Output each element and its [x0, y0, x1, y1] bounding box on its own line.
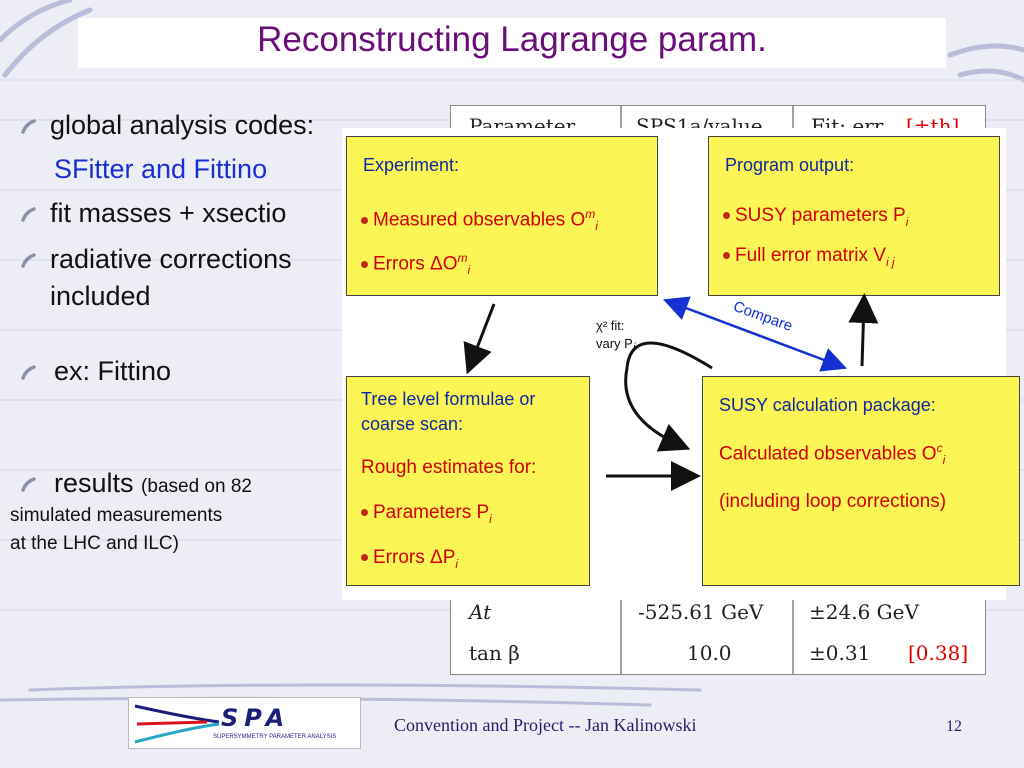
tree-rough-estimates: Rough estimates for: [361, 457, 537, 478]
susy-loop-corrections: (including loop corrections) [719, 491, 947, 512]
bullet-included: included [50, 281, 151, 311]
bullet-icon [21, 119, 36, 134]
experiment-heading: Experiment: [363, 155, 460, 175]
bullet-fittino: ex: Fittino [54, 356, 172, 386]
table-row-value: 10.0 [687, 641, 732, 665]
results-label: results [54, 468, 134, 498]
susy-heading: SUSY calculation package: [719, 395, 936, 415]
tree-heading-line2: coarse scan: [361, 414, 464, 434]
table-row-err: ±0.31 [809, 641, 871, 665]
arrow-susy-to-program [848, 293, 879, 367]
table-row-value: -525.61 GeV [638, 600, 764, 624]
logo-main-text: SPA [221, 704, 291, 732]
bullet-icon [21, 253, 36, 268]
program-item-matrix: Full error matrix Vi j [723, 245, 895, 269]
susy-calculated-observables: Calculated observables Oci [719, 441, 946, 468]
experiment-item-observables: Measured observables Omi [361, 207, 598, 233]
bullet-icon [21, 365, 36, 380]
program-output-box: Program output: SUSY parameters Pi Full … [708, 136, 1000, 296]
title-box [78, 18, 946, 68]
bullet-icon [21, 207, 36, 222]
bullet-global-analysis: global analysis codes: [50, 110, 315, 140]
fit-diagram: Experiment: Measured observables Omi Err… [342, 128, 1020, 600]
tree-heading-line1: Tree level formulae or [361, 389, 536, 409]
arrow-chi2-fit [624, 341, 713, 452]
bullet-icon [21, 477, 36, 492]
logo-sub-text: SUPERSYMMETRY PARAMETER ANALYSIS [213, 734, 337, 740]
results-note-line3: at the LHC and ILC) [10, 533, 179, 554]
table-row-param: At [469, 600, 492, 624]
table-row-err: ±24.6 GeV [809, 600, 919, 624]
bullet-subline: SFitter and Fittino [54, 154, 268, 184]
spa-logo-swoosh [134, 704, 220, 744]
spa-logo: SPA SUPERSYMMETRY PARAMETER ANALYSIS [128, 697, 361, 749]
program-item-params: SUSY parameters Pi [723, 205, 908, 229]
tree-level-box: Tree level formulae or coarse scan: Roug… [346, 376, 590, 586]
compare-label: Compare [730, 297, 795, 336]
program-heading: Program output: [725, 155, 855, 175]
vary-label: vary Pi [596, 336, 636, 355]
slide-title: Reconstructing Lagrange param. [257, 20, 767, 59]
tree-item-errors: Errors ΔPi [361, 547, 458, 571]
footer-text: Convention and Project -- Jan Kalinowski [394, 715, 697, 735]
results-note-line2: simulated measurements [10, 505, 223, 526]
bullet-radiative: radiative corrections [50, 244, 292, 274]
experiment-item-errors: Errors ΔOmi [361, 251, 470, 277]
chi2-fit-label: χ² fit: [596, 318, 625, 333]
page-number: 12 [946, 718, 962, 735]
table-row-th: [0.38] [908, 641, 969, 665]
tree-item-params: Parameters Pi [361, 502, 492, 526]
experiment-box: Experiment: Measured observables Omi Err… [346, 136, 658, 296]
table-row-param: tan β [469, 641, 520, 665]
bullet-fit-masses: fit masses + xsectio [50, 198, 287, 228]
susy-calc-box: SUSY calculation package: Calculated obs… [702, 376, 1020, 586]
results-note: (based on 82 [141, 476, 252, 497]
arrow-experiment-to-tree [463, 303, 496, 375]
bullet-results: results (based on 82 [54, 468, 252, 499]
